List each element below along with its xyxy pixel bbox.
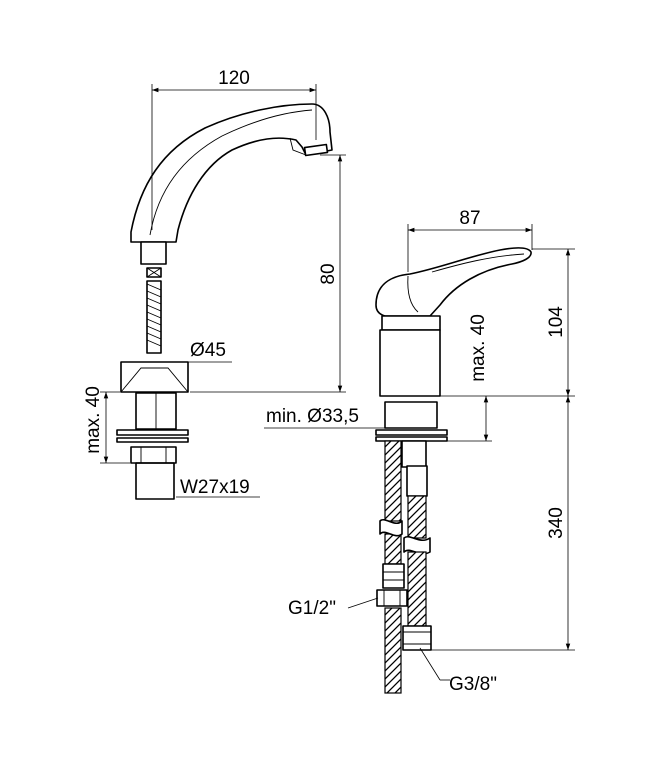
dim-label-87: 87 [459,208,480,229]
label-g12: G1/2" [288,598,336,619]
dim-label-80: 80 [318,263,339,284]
washer-2 [116,437,189,443]
mixer-body [379,329,441,397]
mixer-drawing [375,247,532,694]
thread-stub [135,462,175,500]
hose-left-mid [384,533,402,565]
hose-left-fitting [382,563,405,589]
dim-label-120: 120 [218,68,250,89]
hose-left-lower [384,607,402,694]
lock-nut [130,446,177,464]
mixer-stem [401,440,427,468]
dim-label-d45: Ø45 [190,340,226,361]
hose-right-upper [407,495,427,539]
mixer-lever [375,247,532,317]
mixer-mount [384,401,438,429]
spout-base-cap [120,361,189,393]
hose-left-upper [384,440,402,522]
label-g38: G3/8" [449,674,497,695]
right-dimensions: 87 104 max. 40 min. Ø33,5 340 G1/2" G3/8… [264,208,575,695]
spout-drawing [116,103,333,500]
hose-right-lower [407,551,427,627]
dim-label-340: 340 [546,507,567,539]
aerator [303,143,329,157]
g38-nut [402,625,432,651]
dim-label-thread: W27x19 [180,477,250,498]
washer-1 [116,429,189,436]
dim-label-max40-right: max. 40 [468,314,489,382]
mixer-nut [406,465,428,497]
dim-label-min-hole: min. Ø33,5 [266,406,359,427]
mixer-washer-1 [375,429,448,436]
dim-label-max40-left: max. 40 [83,386,104,454]
spout-collar [140,241,167,265]
spout-shank [146,280,162,354]
left-dimensions: 120 80 Ø45 max. 40 W27x19 [83,68,346,498]
spout-body [130,103,333,243]
g12-nut [376,589,408,607]
dim-label-104: 104 [546,306,567,338]
mixer-cartridge-cap [381,315,441,331]
